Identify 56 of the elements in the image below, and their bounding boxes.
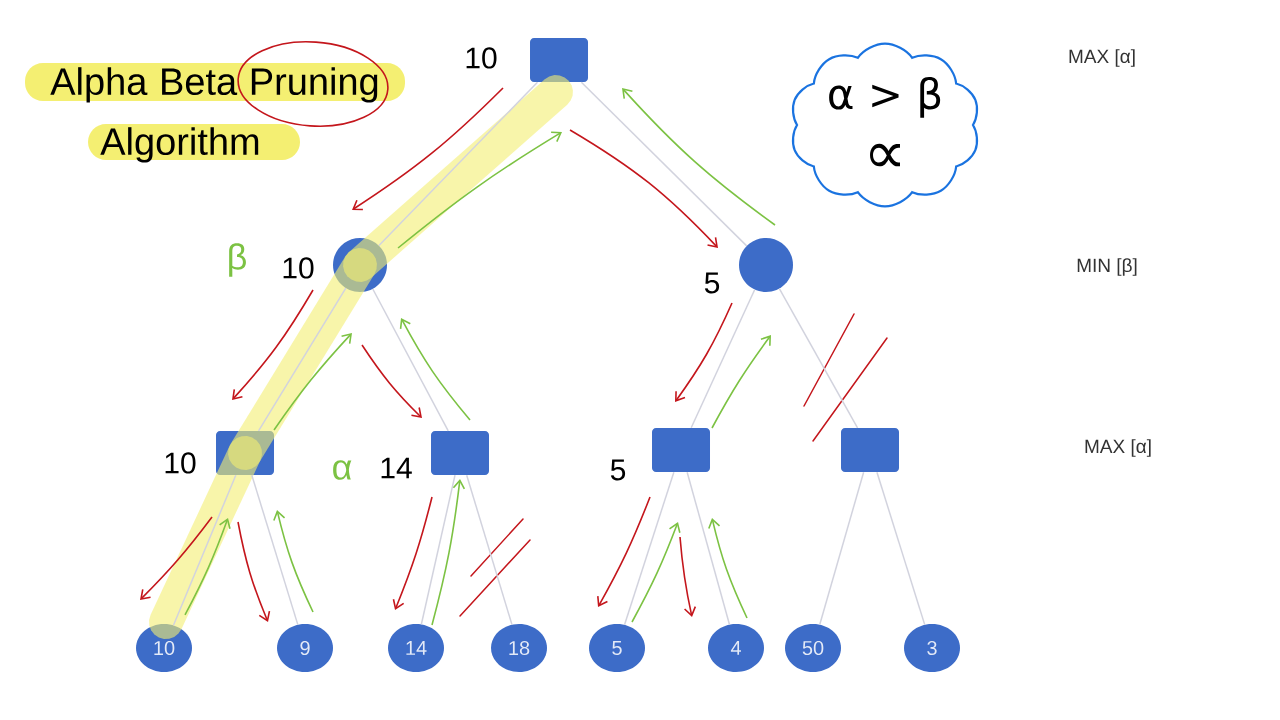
branch-line: [251, 474, 299, 626]
thought-cloud: α > β ∝: [791, 42, 979, 208]
arrow: [708, 518, 748, 619]
arrow: [140, 516, 213, 600]
branch-line: [420, 474, 456, 625]
branch-line: [257, 287, 347, 432]
leaf-node: 4: [708, 624, 764, 672]
branch-line: [372, 288, 449, 432]
leaf-node: 10: [136, 624, 192, 672]
node-value: 10: [283, 257, 314, 279]
leaf-node: 5: [589, 624, 645, 672]
arrow: [361, 344, 422, 418]
square-node: [841, 428, 899, 472]
arrow: [399, 318, 471, 421]
leaf-node: 18: [491, 624, 547, 672]
node-value: 5: [610, 459, 626, 481]
arrow: [631, 522, 681, 623]
branch-line: [876, 471, 926, 626]
arrow: [352, 87, 504, 211]
greek-letter: α: [333, 460, 352, 480]
branch-line: [778, 287, 859, 429]
arrow: [675, 302, 733, 402]
branch-line: [623, 471, 675, 626]
arrow: [237, 521, 271, 622]
leaf-node: 14: [388, 624, 444, 672]
branch-line: [172, 474, 237, 626]
greek-letter: β: [229, 243, 246, 277]
branch-line: [686, 471, 731, 626]
side-label: MIN [β]: [1077, 258, 1137, 276]
node-value: 5: [704, 272, 720, 294]
arrow: [711, 335, 771, 429]
branch-line: [819, 471, 865, 626]
arrow: [622, 88, 776, 226]
arrow: [392, 496, 433, 610]
arrow: [569, 129, 718, 248]
side-label: MAX [α]: [1085, 439, 1151, 457]
title: Alpha Beta Pruning Algorithm: [50, 40, 389, 163]
arrow: [397, 131, 562, 249]
leaf-node: 50: [785, 624, 841, 672]
node-value: 10: [165, 452, 196, 474]
arrow: [232, 289, 314, 400]
branch-line: [465, 474, 513, 626]
arrow: [431, 479, 466, 626]
arrow: [273, 510, 314, 613]
arrow: [273, 333, 352, 431]
leaf-node: 9: [277, 624, 333, 672]
node-value: 14: [381, 457, 412, 479]
branch-line: [378, 81, 539, 247]
node-value: 10: [466, 47, 497, 69]
arrow: [184, 518, 231, 616]
leaf-node: 3: [904, 624, 960, 672]
side-label: MAX [α]: [1069, 49, 1135, 67]
branch-line: [690, 288, 756, 429]
branch-line: [580, 81, 748, 247]
arrow: [679, 536, 697, 617]
arrow: [597, 496, 651, 607]
